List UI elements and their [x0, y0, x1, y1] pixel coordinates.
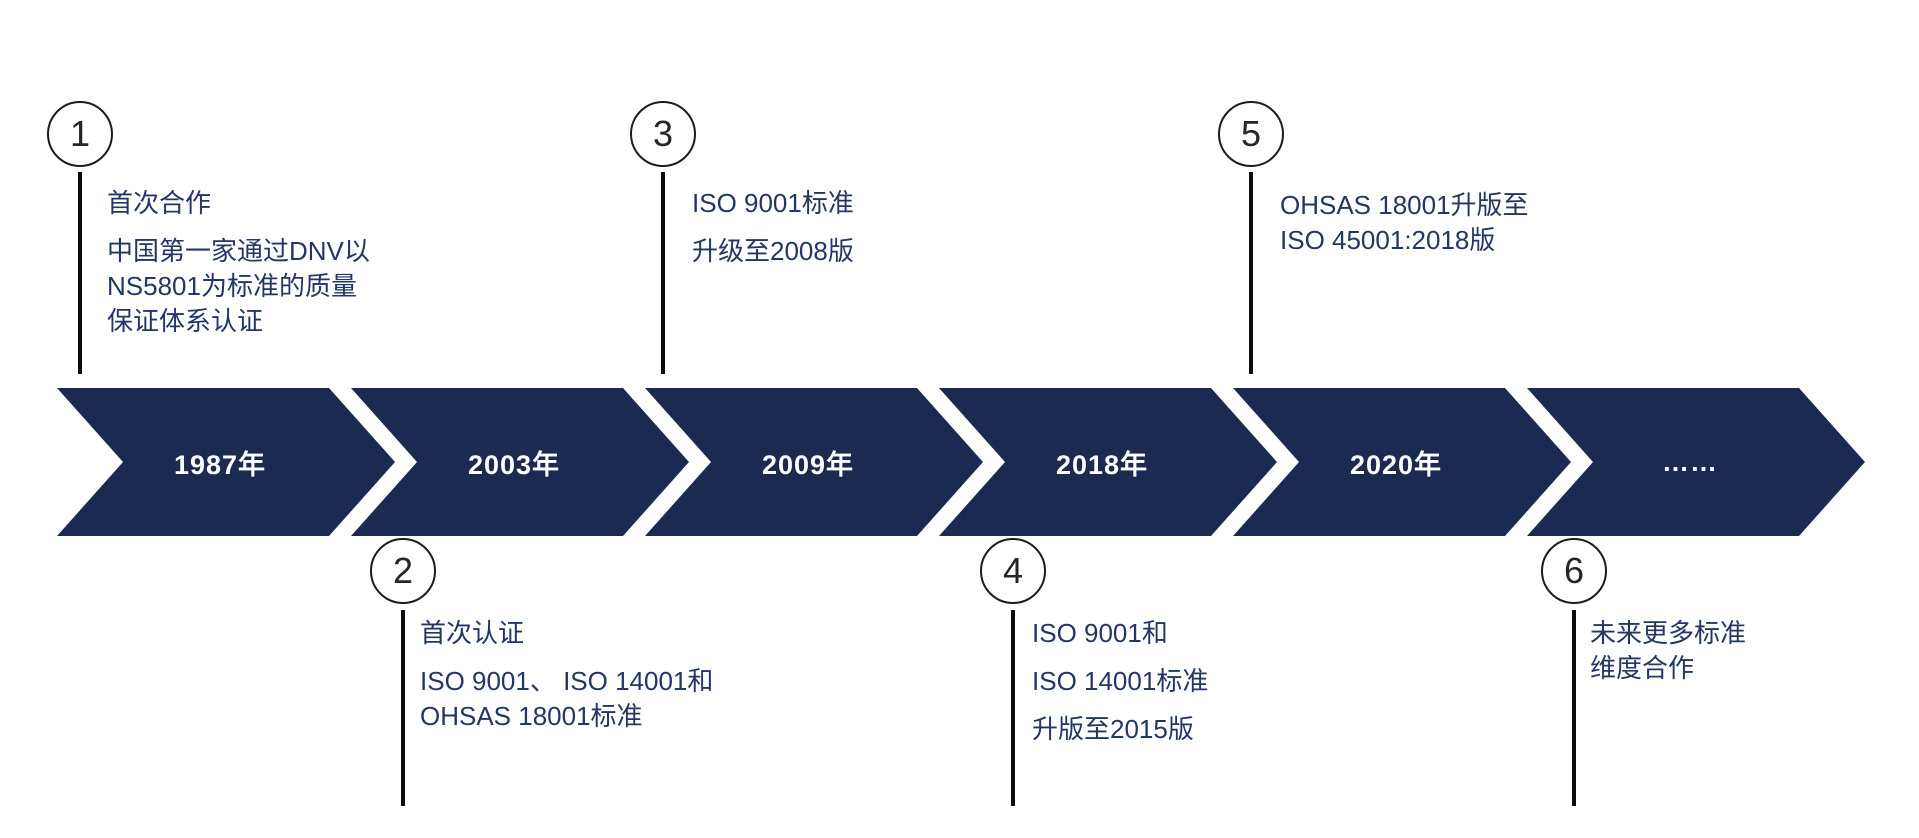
- milestone-4-number-badge: 4: [980, 538, 1046, 604]
- milestone-1-text: 首次合作中国第一家通过DNV以 NS5801为标准的质量保证体系认证: [107, 186, 370, 352]
- text-line: 未来更多标准: [1590, 618, 1747, 648]
- year-label: 1987年: [173, 449, 267, 480]
- milestone-6-text: 未来更多标准维度合作: [1590, 616, 1746, 699]
- text-line: 维度合作: [1590, 653, 1695, 683]
- text-line: ISO 9001、 ISO 14001和: [420, 666, 714, 696]
- milestone-6-connector-line: [1572, 610, 1576, 806]
- text-line: ISO 9001标准: [692, 188, 854, 218]
- milestone-2-number-badge: 2: [370, 538, 436, 604]
- milestone-number: 3: [652, 113, 674, 154]
- milestone-paragraph: 中国第一家通过DNV以 NS5801为标准的质量保证体系认证: [107, 234, 370, 339]
- milestone-number: 4: [1002, 550, 1024, 591]
- timeline-arrow-2009: 2009年: [645, 388, 983, 536]
- text-line: 首次合作: [107, 188, 212, 218]
- timeline-arrow-2003: 2003年: [351, 388, 689, 536]
- text-line: ISO 9001和: [1032, 618, 1168, 648]
- year-label: 2003年: [467, 449, 561, 480]
- text-line: ISO 45001:2018版: [1280, 225, 1496, 255]
- milestone-paragraph: ISO 14001标准: [1032, 664, 1208, 699]
- year-label: ……: [1662, 446, 1718, 477]
- milestone-number: 1: [69, 113, 91, 154]
- timeline-arrow-1987: 1987年: [57, 388, 395, 536]
- milestone-paragraph: 首次认证: [420, 616, 713, 651]
- text-line: 首次认证: [420, 618, 525, 648]
- text-line: 中国第一家通过DNV以: [107, 236, 370, 266]
- milestone-3-connector-line: [661, 172, 665, 374]
- milestone-paragraph: OHSAS 18001升版至 ISO 45001:2018版: [1280, 188, 1529, 258]
- milestone-5-number-badge: 5: [1218, 101, 1284, 167]
- milestone-5-connector-line: [1249, 172, 1253, 374]
- milestone-1-number-badge: 1: [47, 101, 113, 167]
- milestone-2-text: 首次认证 ISO 9001、 ISO 14001和 OHSAS 18001标准: [420, 616, 713, 747]
- year-label: 2020年: [1349, 449, 1443, 480]
- milestone-paragraph: ISO 9001和: [1032, 616, 1208, 651]
- milestone-paragraph: ISO 9001、 ISO 14001和 OHSAS 18001标准: [420, 664, 713, 734]
- milestone-paragraph: ISO 9001标准: [692, 186, 854, 221]
- timeline-arrow-2020: 2020年: [1233, 388, 1571, 536]
- milestone-1-connector-line: [78, 172, 82, 374]
- milestone-2-connector-line: [401, 610, 405, 806]
- text-line: NS5801为标准的质量: [107, 271, 357, 301]
- milestone-paragraph: 升版至2015版: [1032, 712, 1208, 747]
- timeline-arrow-future: ……: [1527, 388, 1865, 536]
- milestone-number: 2: [392, 550, 414, 591]
- milestone-paragraph: 未来更多标准维度合作: [1590, 616, 1746, 686]
- milestone-3-text: ISO 9001标准升级至2008版: [692, 186, 854, 282]
- text-line: OHSAS 18001升版至: [1280, 190, 1529, 220]
- milestone-4-connector-line: [1011, 610, 1015, 806]
- milestone-5-text: OHSAS 18001升版至 ISO 45001:2018版: [1280, 188, 1529, 271]
- text-line: 保证体系认证: [107, 306, 264, 336]
- text-line: OHSAS 18001标准: [420, 701, 643, 731]
- text-line: 升版至2015版: [1032, 714, 1194, 744]
- milestone-6-number-badge: 6: [1541, 538, 1607, 604]
- text-line: 升级至2008版: [692, 236, 854, 266]
- milestone-3-number-badge: 3: [630, 101, 696, 167]
- year-label: 2009年: [761, 449, 855, 480]
- timeline-arrow-2018: 2018年: [939, 388, 1277, 536]
- year-label: 2018年: [1055, 449, 1149, 480]
- milestone-number: 6: [1563, 550, 1585, 591]
- milestone-number: 5: [1240, 113, 1262, 154]
- milestone-4-text: ISO 9001和 ISO 14001标准升版至2015版: [1032, 616, 1208, 760]
- milestone-paragraph: 升级至2008版: [692, 234, 854, 269]
- text-line: ISO 14001标准: [1032, 666, 1209, 696]
- milestone-paragraph: 首次合作: [107, 186, 370, 221]
